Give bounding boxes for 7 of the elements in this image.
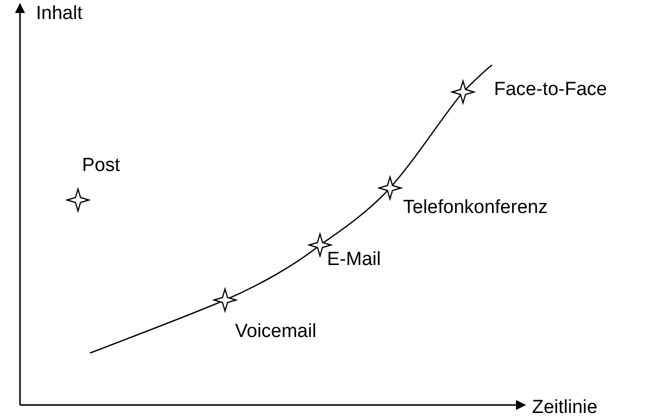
point-label: Face-to-Face (494, 80, 607, 99)
axis-label: Inhalt (36, 4, 82, 23)
point-label: Telefonkonferenz (403, 198, 548, 217)
axis-label: Zeitlinie (532, 398, 598, 417)
point-label: Post (82, 156, 120, 175)
point-label: Voicemail (235, 322, 316, 341)
point-label: E-Mail (327, 250, 381, 269)
